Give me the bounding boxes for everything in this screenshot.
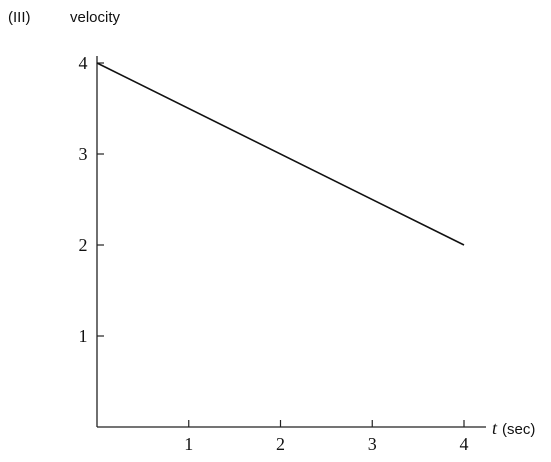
x-tick-label: 2 [276,434,285,454]
panel-label: (III) [8,9,31,26]
x-axis-variable: t [492,418,498,438]
y-axis-label: velocity [70,9,121,26]
x-tick-label: 4 [460,434,469,454]
x-tick-label: 3 [368,434,377,454]
y-tick-label: 1 [79,326,88,346]
x-tick-label: 1 [184,434,193,454]
x-axis-unit: (sec) [502,421,535,438]
y-tick-label: 3 [79,144,88,164]
velocity-line [96,62,465,246]
x-axis-label: t(sec) [492,418,535,438]
axes [96,56,486,428]
y-tick-label: 4 [79,53,88,73]
series [96,62,465,246]
tick-labels: 1 2 3 4 1 2 3 4 [79,53,469,454]
y-tick-label: 2 [79,235,88,255]
